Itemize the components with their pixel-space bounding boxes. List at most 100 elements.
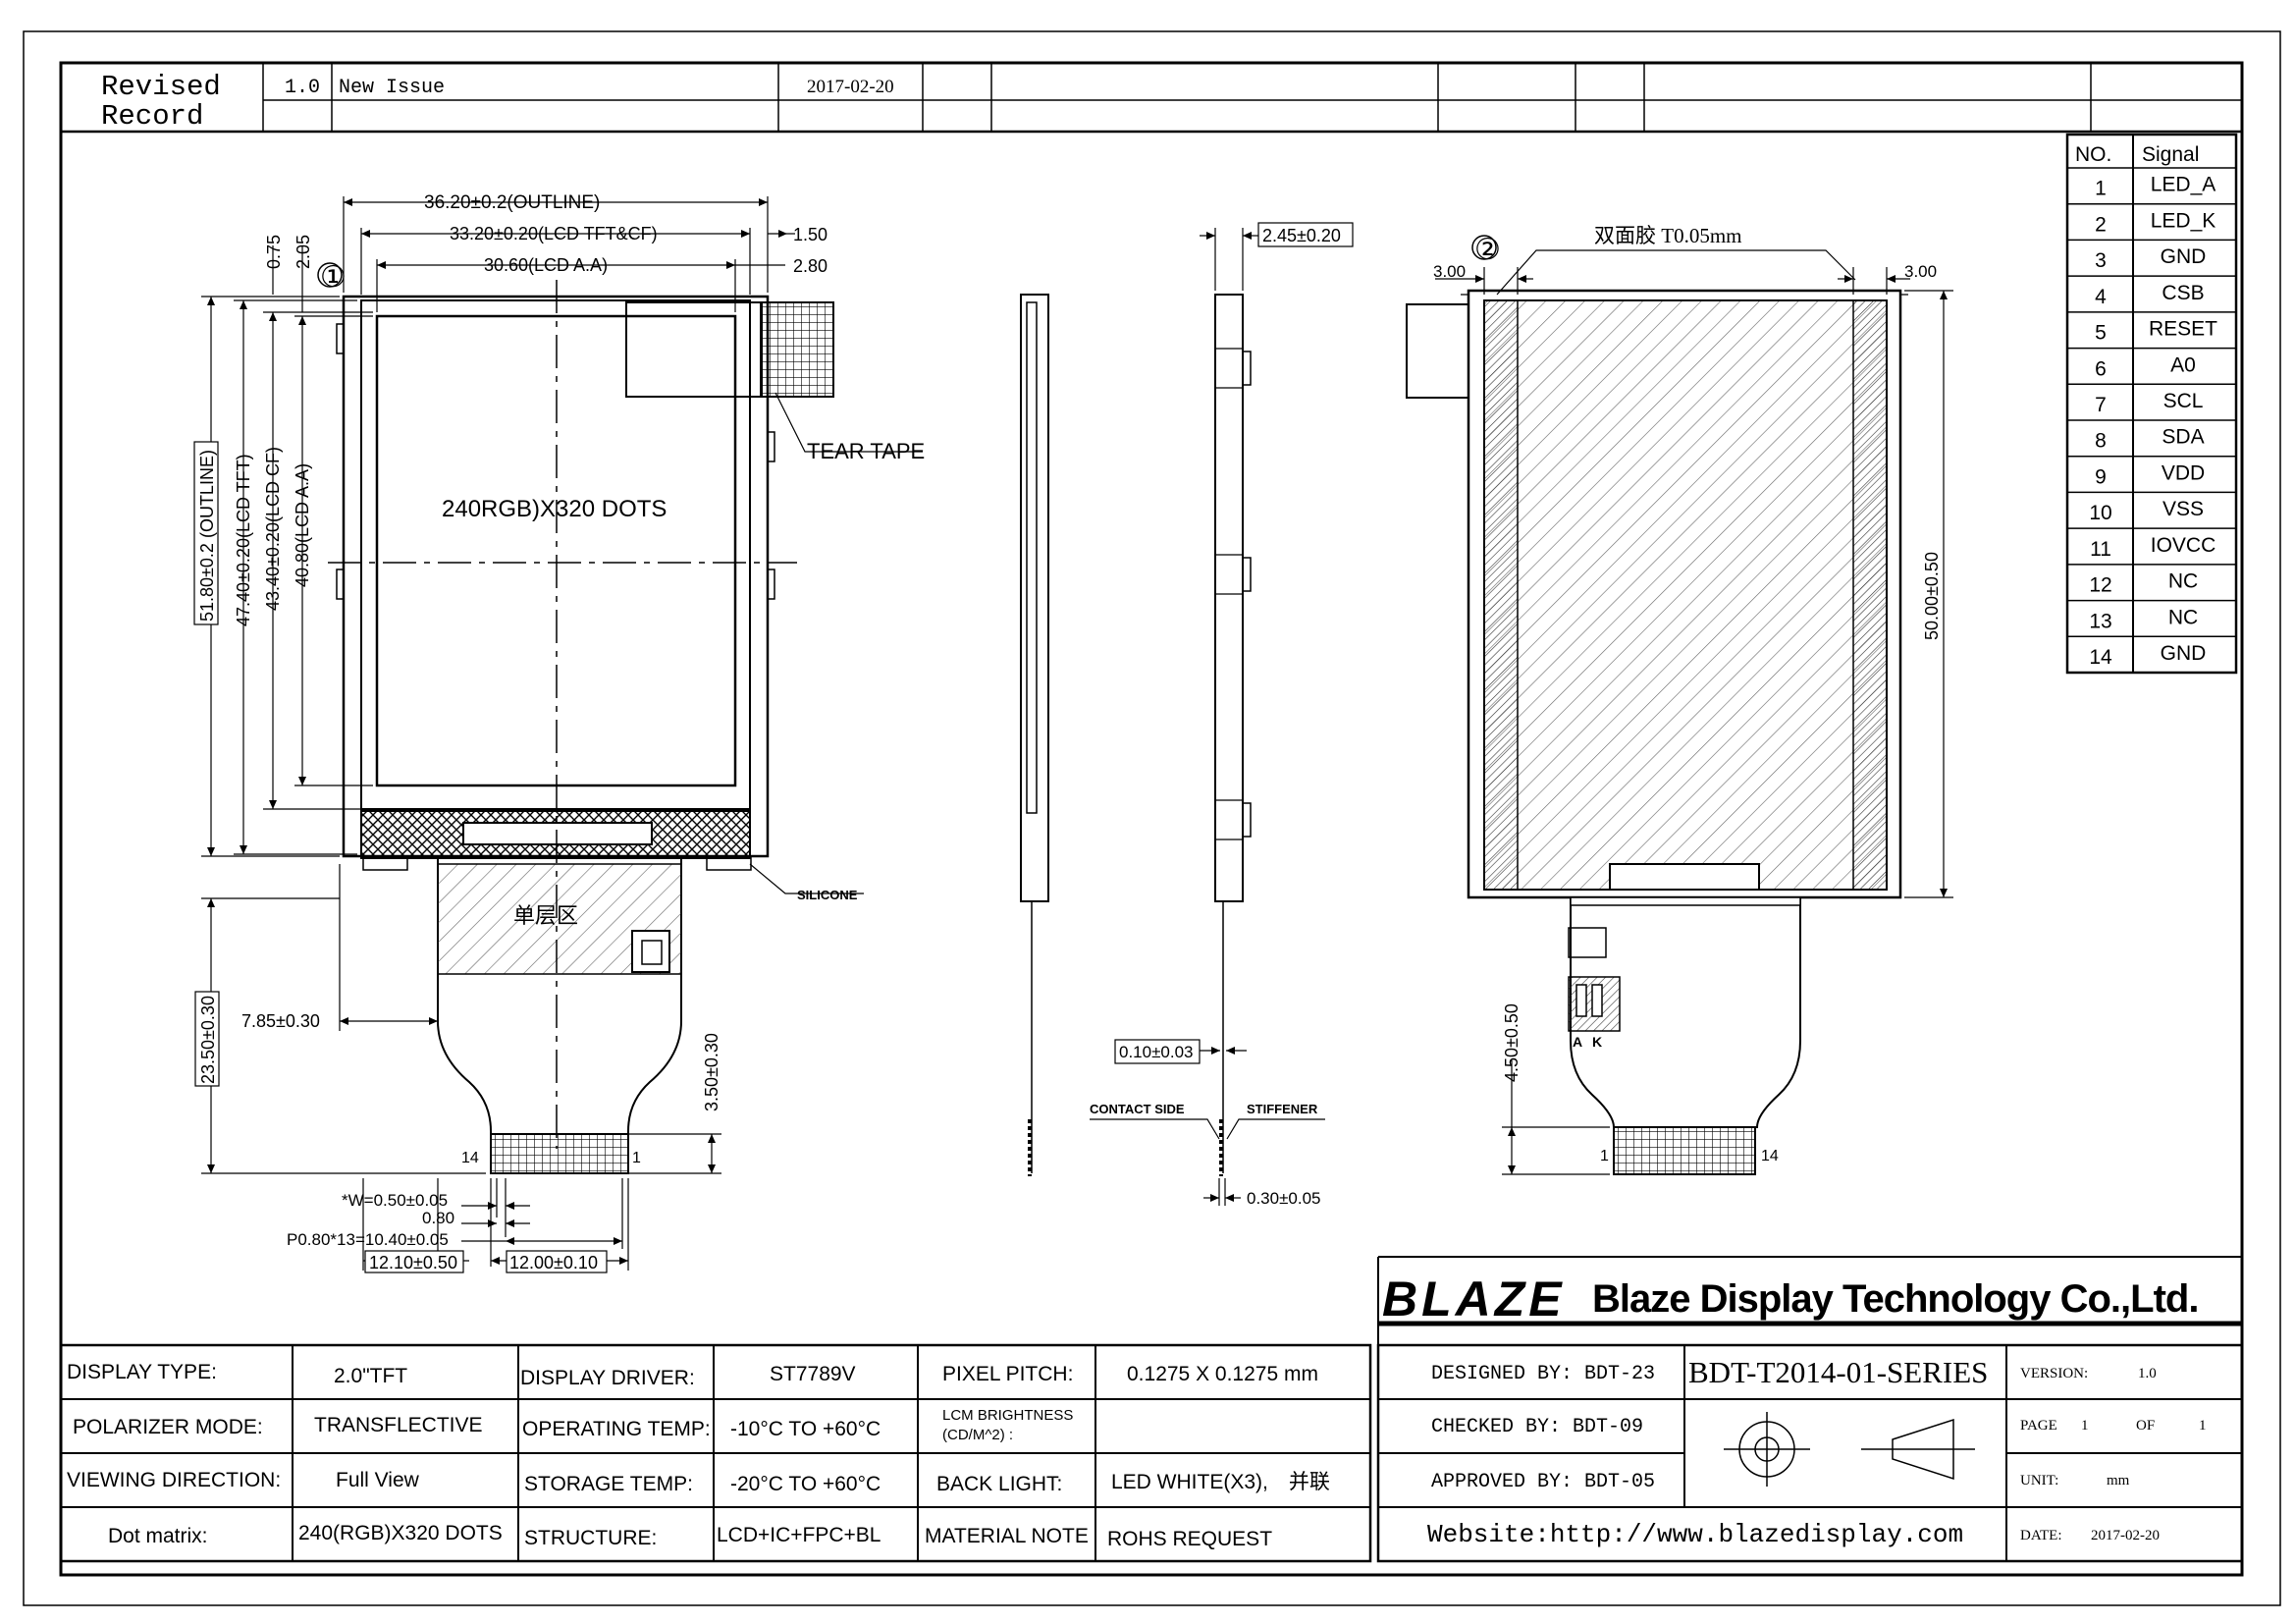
pin-table-header-signal: Signal [2142, 143, 2199, 166]
dim-fpc-width-left: 12.10±0.50 [369, 1253, 457, 1272]
back-view [1406, 289, 1908, 1175]
pin-signal: IOVCC [2151, 534, 2216, 557]
spec-display-type-label: DISPLAY TYPE: [67, 1361, 217, 1383]
title-date: 2017-02-20 [2091, 1528, 2160, 1543]
dim-fpc-width-right: 12.00±0.10 [509, 1253, 598, 1272]
dim-outline-height: 51.80±0.2 (OUTLINE) [197, 450, 217, 622]
dim-lcd-tft-height: 47.40±0.20(LCD TFT) [234, 454, 253, 626]
revision-label-2: Record [101, 100, 203, 133]
company-banner [1377, 1256, 2242, 1345]
callout-2-circle [1471, 235, 1497, 260]
pin-table [2065, 133, 2238, 675]
tape-strip-right [1852, 299, 1888, 891]
spec-operating-temp: -10°C TO +60°C [730, 1418, 881, 1440]
title-version: 1.0 [2138, 1366, 2157, 1381]
spec-viewing: Full View [336, 1469, 420, 1491]
pin-number: 9 [2095, 465, 2107, 488]
title-unit-label: UNIT: [2020, 1473, 2058, 1489]
dim-fpc-offset: 7.85±0.30 [241, 1011, 320, 1031]
revision-description: New Issue [339, 77, 445, 99]
dim-lcd-aa-height: 40.80(LCD A.A) [293, 463, 312, 587]
spec-pixel-pitch-label: PIXEL PITCH: [942, 1363, 1073, 1385]
title-block-right: VERSION: 1.0 PAGE 1 OF 1 UNIT: mm DATE: … [2020, 1366, 2207, 1543]
revision-label-1: Revised [101, 71, 221, 103]
pin-signal: SDA [2162, 426, 2204, 449]
revision-block [61, 63, 2242, 134]
spec-structure-label: STRUCTURE: [524, 1527, 657, 1549]
silicone-label: SILICONE [797, 888, 858, 902]
pin-right-number: 1 [632, 1150, 641, 1166]
pin-signal: NC [2168, 570, 2198, 593]
pin-number: 13 [2089, 610, 2111, 632]
dim-lcd-aa-width: 30.60(LCD A.A) [484, 255, 608, 275]
pin-left-number: 14 [461, 1150, 479, 1166]
dim-pin-pitch: P0.80*13=10.40±0.05 [287, 1230, 449, 1249]
side-view-left [1020, 294, 1049, 1176]
pin-number: 5 [2095, 322, 2107, 345]
pin-number: 4 [2095, 286, 2107, 308]
spec-table [59, 1343, 1372, 1563]
dim-right-offset-2: 2.80 [793, 256, 828, 276]
title-part-no: BDT-T2014-01-SERIES [1688, 1355, 1988, 1389]
pin-signal: NC [2168, 606, 2198, 628]
title-approved: APPROVED BY: BDT-05 [1431, 1471, 1655, 1493]
resolution-label: 240RGB)X320 DOTS [442, 496, 667, 522]
dim-lcd-tft-cf-width: 33.20±0.20(LCD TFT&CF) [450, 224, 658, 244]
spec-brightness-label-1: LCM BRIGHTNESS [942, 1407, 1073, 1424]
spec-storage-temp: -20°C TO +60°C [730, 1473, 881, 1495]
title-of-label: OF [2136, 1418, 2155, 1434]
spec-brightness-label-2: (CD/M^2) : [942, 1427, 1013, 1443]
back-pin-left: 1 [1600, 1148, 1609, 1164]
pin-number: 2 [2095, 213, 2107, 236]
dim-right-margin: 3.00 [1904, 262, 1937, 281]
title-block [1376, 1343, 2244, 1563]
fpc-width-left-box [364, 1250, 464, 1273]
outer-border [23, 30, 2281, 1606]
dim-pin-space: 0.80 [422, 1209, 454, 1227]
callout-1: ① [320, 261, 347, 294]
fpc-pins [490, 1133, 629, 1174]
dim-fpc-length: 23.50±0.30 [198, 996, 218, 1084]
revision-date: 2017-02-20 [807, 77, 894, 97]
stiffener-label: STIFFENER [1247, 1102, 1318, 1116]
title-date-label: DATE: [2020, 1528, 2062, 1543]
pin-signal: LED_A [2151, 174, 2216, 196]
spec-polarizer: TRANSFLECTIVE [314, 1414, 483, 1436]
pin-number: 3 [2095, 249, 2107, 272]
pin-number: 7 [2095, 394, 2107, 416]
fpc-thickness-box [1114, 1039, 1201, 1064]
title-of: 1 [2199, 1418, 2207, 1434]
projection-symbol [1724, 1412, 1975, 1487]
spec-backlight-label: BACK LIGHT: [936, 1473, 1062, 1495]
side-view-right [1214, 294, 1252, 1176]
dim-back-height: 50.00±0.50 [1922, 552, 1942, 640]
title-unit: mm [2107, 1473, 2130, 1489]
tape-note: 双面胶 T0.05mm [1594, 224, 1742, 247]
pin-signal: GND [2161, 642, 2207, 665]
tear-tape-label: TEAR TAPE [807, 439, 925, 463]
dim-fpc-thickness: 0.10±0.03 [1119, 1043, 1194, 1061]
spec-backlight: LED WHITE(X3), 并联 [1111, 1471, 1330, 1493]
pin-signal: GND [2161, 245, 2207, 268]
dim-stiffener-thickness: 0.30±0.05 [1247, 1189, 1321, 1208]
dim-left-margin: 3.00 [1433, 262, 1466, 281]
dim-right-offset-1: 1.50 [793, 225, 828, 244]
title-page-label: PAGE [2020, 1418, 2057, 1434]
company-logo: BLAZE [1382, 1272, 1566, 1326]
pin-number: 1 [2095, 178, 2107, 200]
dim-top-offset-1: 0.75 [264, 235, 284, 269]
pin-signal: CSB [2162, 282, 2204, 304]
outline-height-box [193, 441, 219, 625]
pin-signal: VSS [2163, 498, 2204, 520]
front-view [328, 280, 834, 1174]
dim-led-gap: 4.50±0.50 [1502, 1003, 1522, 1082]
anode-label: A [1573, 1034, 1582, 1050]
back-pin-right: 14 [1761, 1148, 1779, 1164]
spec-table-text: DISPLAY TYPE: 2.0"TFT DISPLAY DRIVER: ST… [67, 1361, 1330, 1550]
spec-display-driver: ST7789V [770, 1363, 856, 1385]
single-layer-label: 单层区 [513, 903, 578, 928]
pin-number: 11 [2090, 538, 2111, 561]
pin-table-header-no: NO. [2075, 143, 2111, 166]
spec-dot-matrix-label: Dot matrix: [108, 1525, 208, 1547]
